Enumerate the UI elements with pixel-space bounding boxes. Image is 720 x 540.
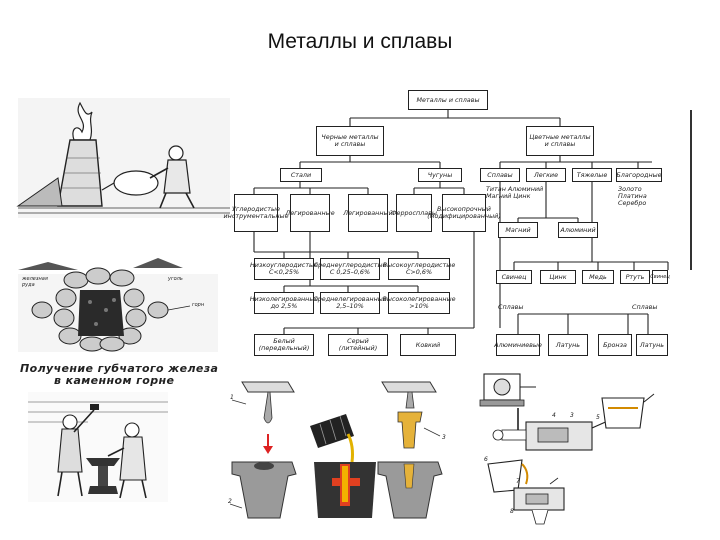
alloy-product-box: Латунь bbox=[636, 334, 668, 356]
alloy-grade-box: Среднелегированные 2,5–10% bbox=[313, 292, 387, 314]
classification-diagram: Металлы и сплавы Черные металлы и сплавы… bbox=[224, 82, 670, 372]
cast-iron-type-box: Ковкий bbox=[400, 334, 456, 356]
casting-label-1: 1 bbox=[230, 394, 234, 401]
light-metals-list: Титан Алюминий Магний Цинк bbox=[486, 185, 544, 200]
heavy-metal-box: Свинец bbox=[496, 270, 532, 284]
nonferrous-group-box: Благородные bbox=[616, 168, 662, 182]
hearth-caption-line1: Получение губчатого железа bbox=[20, 362, 219, 375]
steel-type-box: Углеродистые инструментальные bbox=[224, 194, 289, 232]
coal-label: уголь bbox=[168, 276, 183, 282]
machine-label: 4 bbox=[552, 412, 556, 419]
casting-machines-illustration: 4 3 5 6 7 8 bbox=[478, 368, 678, 528]
machine-label: 7 bbox=[516, 478, 520, 485]
nonferrous-group-box: Легкие bbox=[526, 168, 566, 182]
alloys-label: Сплавы bbox=[632, 303, 658, 311]
machine-label: 8 bbox=[510, 508, 514, 515]
slide-title: Металлы и сплавы bbox=[267, 30, 453, 53]
machine-label: 3 bbox=[570, 412, 574, 419]
carbon-grade-box: Высокоуглеродистые C>0,6% bbox=[383, 258, 455, 280]
cast-iron-type-box: Ферросплавы bbox=[391, 194, 437, 232]
steel-box: Стали bbox=[280, 168, 322, 182]
hearth-caption-line2: в каменном горне bbox=[54, 374, 175, 387]
alloys-label: Сплавы bbox=[498, 303, 524, 311]
hearth-label: горн bbox=[192, 302, 205, 308]
root-box: Металлы и сплавы bbox=[408, 90, 488, 110]
nonferrous-group-box: Тяжелые bbox=[572, 168, 612, 182]
heavy-metal-box: Свинец bbox=[650, 270, 670, 284]
heavy-metal-box: Медь bbox=[582, 270, 614, 284]
nonferrous-box: Цветные металлы и сплавы bbox=[526, 126, 594, 156]
cast-iron-type-box: Легированный bbox=[343, 194, 393, 232]
margin-rule bbox=[690, 110, 692, 270]
heavy-metal-box: Ртуть bbox=[620, 270, 650, 284]
ferrous-box: Черные металлы и сплавы bbox=[316, 126, 384, 156]
blacksmiths-illustration bbox=[28, 392, 168, 502]
light-metal-box: Магний bbox=[498, 222, 538, 238]
alloy-product-box: Латунь bbox=[548, 334, 588, 356]
steel-type-box: Легированные bbox=[285, 194, 335, 232]
nonferrous-group-box: Сплавы bbox=[480, 168, 520, 182]
cast-iron-box: Чугуны bbox=[418, 168, 462, 182]
carbon-grade-box: Среднеуглеродистые C 0,25–0,6% bbox=[314, 258, 386, 280]
ore-label: железная руда bbox=[22, 276, 48, 288]
cast-iron-type-box: Серый (литейный) bbox=[328, 334, 388, 356]
alloy-grade-box: Низколегированные до 2,5% bbox=[250, 292, 318, 314]
stone-hearth-illustration: железная руда уголь горн bbox=[18, 240, 218, 352]
ancient-forge-illustration bbox=[16, 98, 230, 218]
light-metal-box: Алюминий bbox=[558, 222, 598, 238]
alloy-product-box: Бронза bbox=[598, 334, 632, 356]
alloy-product-box: Алюминиевые bbox=[494, 334, 542, 356]
casting-illustration: 1 3 2 bbox=[228, 378, 460, 526]
cast-iron-type-box: Белый (передельный) bbox=[254, 334, 314, 356]
casting-label-3: 3 bbox=[442, 434, 446, 441]
machine-label: 5 bbox=[596, 414, 600, 421]
machine-label: 6 bbox=[484, 456, 488, 463]
heavy-metal-box: Цинк bbox=[540, 270, 576, 284]
cast-iron-type-box: Высокопрочный (модифицированный) bbox=[427, 194, 501, 232]
carbon-grade-box: Низкоуглеродистые C<0,25% bbox=[250, 258, 318, 280]
precious-metals-list: Золото Платина Серебро bbox=[618, 185, 647, 207]
casting-label-2: 2 bbox=[228, 498, 232, 505]
alloy-grade-box: Высоколегированные >10% bbox=[382, 292, 456, 314]
